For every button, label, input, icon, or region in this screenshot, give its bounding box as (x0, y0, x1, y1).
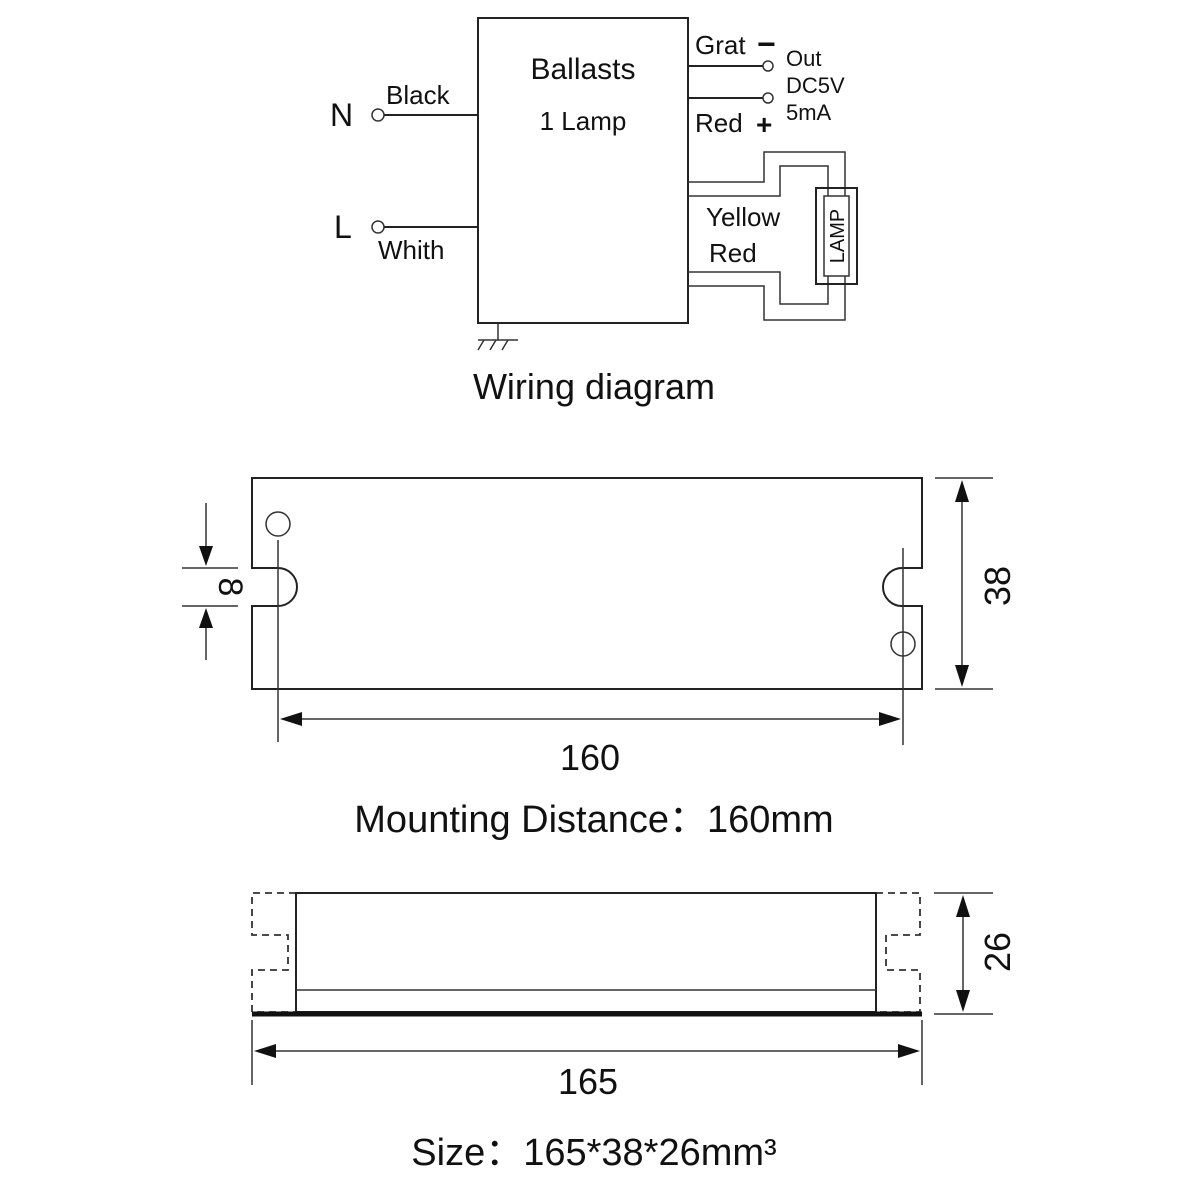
ballast-body (295, 892, 877, 1013)
ballast-box (477, 17, 689, 324)
dim-height-label: 38 (977, 566, 1018, 606)
size-caption: Size：165*38*26mm³ (411, 1132, 776, 1174)
side-tab-right (876, 892, 921, 1013)
n-terminal (371, 108, 385, 122)
lamp-label: LAMP (827, 209, 849, 263)
l-terminal-label: L (334, 209, 352, 245)
grat-label: Grat (695, 30, 746, 60)
black-wire-label: Black (386, 80, 451, 110)
current-label: 5mA (786, 100, 832, 125)
lamp-tube: LAMP (815, 187, 858, 285)
dim-width-arrows (280, 712, 901, 726)
dim-hole-arrows (182, 503, 238, 660)
dim-height-arrows (935, 477, 993, 690)
n-terminal-label: N (330, 97, 353, 133)
red-plus-label: Red (695, 108, 743, 138)
ground-symbol-icon (477, 323, 518, 351)
l-terminal (371, 220, 385, 234)
out-plus-terminal (762, 92, 774, 104)
dim-width-label: 160 (560, 737, 620, 778)
mounting-caption: Mounting Distance：160mm (354, 799, 833, 841)
red-wire-label: Red (709, 238, 757, 268)
wiring-caption: Wiring diagram (473, 366, 715, 407)
dim-side-height-arrows (934, 892, 993, 1015)
yellow-wire-label: Yellow (706, 202, 780, 232)
ballast-subtitle: 1 Lamp (540, 106, 627, 136)
side-tab-left (251, 892, 296, 1013)
white-wire-label: Whith (378, 235, 444, 265)
mounting-plate (251, 477, 923, 690)
mounting-view: 8 38 160 Mounting Distance：160mm (182, 477, 1018, 841)
wiring-diagram: Ballasts 1 Lamp N Black L Whith Grat − R… (330, 17, 858, 407)
dc-voltage-label: DC5V (786, 73, 845, 98)
dim-side-width-arrows (254, 1044, 920, 1058)
lamp-wires (688, 151, 846, 321)
dim-side-width-label: 165 (558, 1061, 618, 1102)
minus-sign: − (757, 26, 776, 62)
out-minus-terminal (762, 60, 774, 72)
ballast-title: Ballasts (530, 53, 635, 86)
plus-sign: + (756, 109, 772, 140)
dim-hole-label: 8 (211, 578, 249, 597)
side-view: 26 165 Size：165*38*26mm³ (251, 892, 1018, 1174)
out-label: Out (786, 46, 821, 71)
mounting-hole-left (265, 511, 291, 537)
dim-side-height-label: 26 (977, 932, 1018, 972)
